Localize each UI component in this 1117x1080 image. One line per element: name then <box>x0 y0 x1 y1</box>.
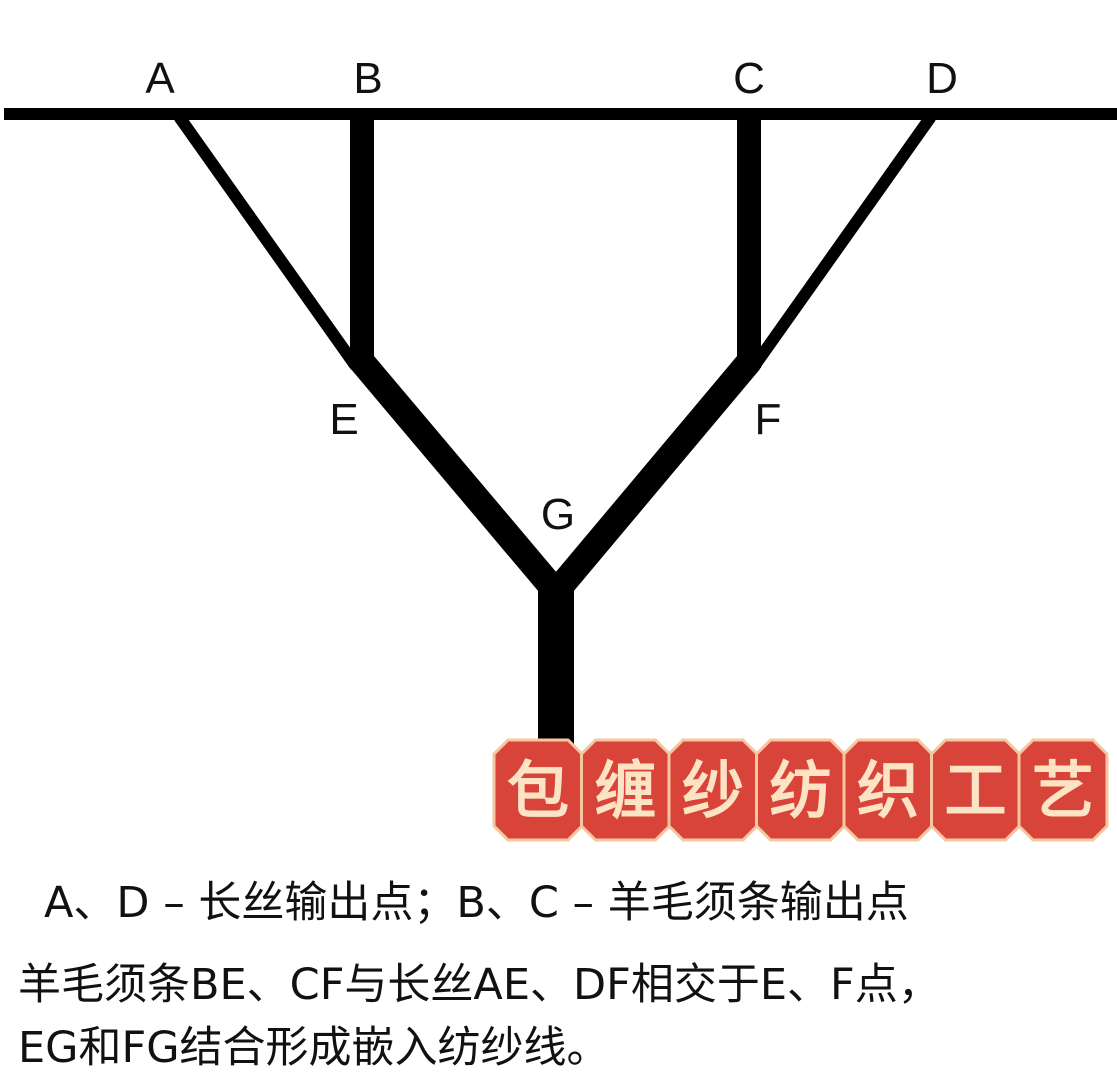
banner-tile-shape <box>667 738 759 842</box>
banner-tile: 工 <box>930 738 1021 842</box>
point-label-E: E <box>329 395 358 444</box>
banner-tile: 纺 <box>755 738 846 842</box>
banner-tile: 缠 <box>580 738 671 842</box>
strand-FG <box>543 349 762 605</box>
caption-line-2: 羊毛须条BE、CF与长丝AE、DF相交于E、F点， <box>18 960 941 1010</box>
banner-char: 艺 <box>1032 754 1094 827</box>
banner-char: 包 <box>507 754 569 827</box>
caption-line-1: A、D – 长丝输出点；B、C – 羊毛须条输出点 <box>44 878 909 928</box>
point-label-B: B <box>353 54 382 103</box>
caption-line-3: EG和FG结合形成嵌入纺纱线。 <box>18 1023 610 1073</box>
banner-tile-shape <box>1017 738 1109 842</box>
strand-EG <box>349 349 569 605</box>
title-banner: 包缠纱纺织工艺 <box>492 738 1109 842</box>
point-label-G: G <box>541 490 575 539</box>
banner-tile-shape <box>580 738 671 842</box>
point-label-D: D <box>926 54 958 103</box>
filament-DF <box>749 112 936 371</box>
banner-tile: 包 <box>492 738 584 842</box>
point-label-A: A <box>145 54 175 103</box>
banner-tile: 纱 <box>667 738 759 842</box>
point-label-C: C <box>733 54 765 103</box>
filament-AE <box>174 112 361 371</box>
banner-tile-shape <box>842 738 934 842</box>
banner-tile: 织 <box>842 738 934 842</box>
banner-char: 缠 <box>594 754 656 827</box>
banner-tile-shape <box>930 738 1021 842</box>
banner-char: 织 <box>857 754 919 827</box>
banner-char: 纺 <box>769 754 831 827</box>
banner-tile-shape <box>755 738 846 842</box>
banner-char: 工 <box>944 754 1006 827</box>
banner-tile-shape <box>492 738 584 842</box>
point-label-F: F <box>755 395 782 444</box>
banner-tile: 艺 <box>1017 738 1109 842</box>
banner-char: 纱 <box>682 754 744 827</box>
